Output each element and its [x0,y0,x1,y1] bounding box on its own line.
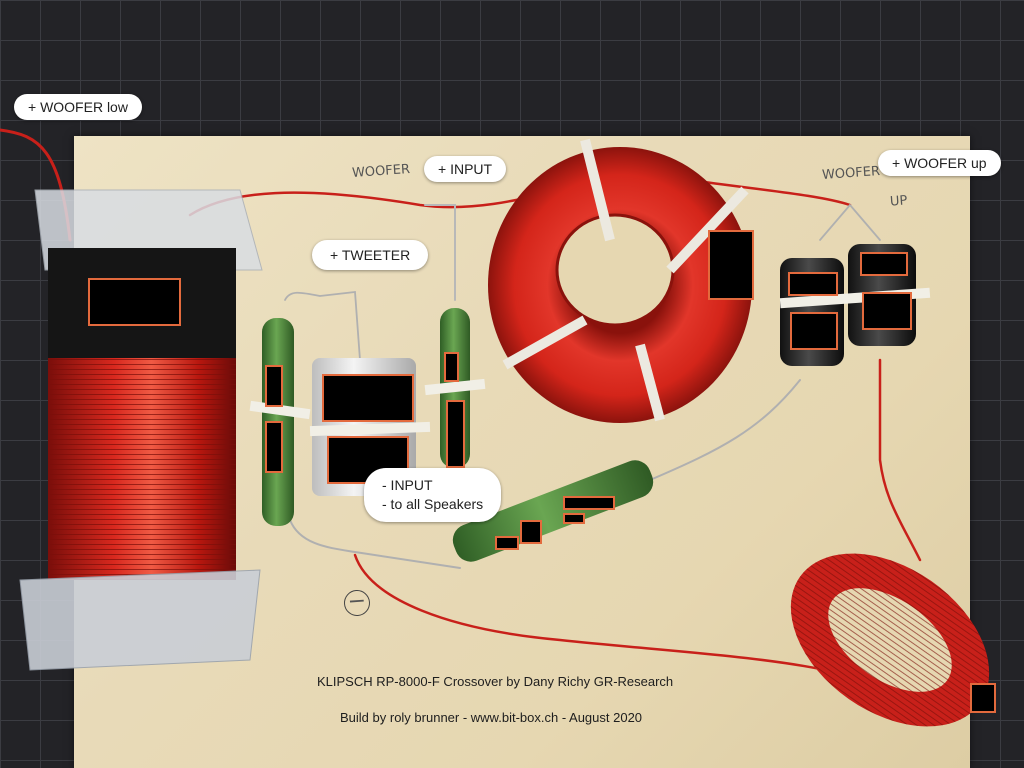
redacted-label [265,421,283,473]
callout-input-minus-line2: - to all Speakers [382,496,484,512]
cable-ties [249,287,931,437]
callout-input-plus-text: + INPUT [438,161,493,177]
redacted-label [862,292,912,330]
callout-woofer-low: + WOOFER low [14,94,142,120]
redacted-label [790,312,838,350]
redacted-label [520,520,542,544]
redacted-label [563,496,615,510]
redacted-label [788,272,838,296]
pencil-mark-minus: − [343,588,371,617]
callout-woofer-up-text: + WOOFER up [892,155,987,171]
caption-title: KLIPSCH RP-8000-F Crossover by Dany Rich… [317,674,674,689]
pencil-mark-up: UP [889,193,908,210]
large-air-core-inductor [19,189,263,671]
redacted-label [495,536,519,550]
redacted-label [322,374,414,422]
caption-credit: Build by roly brunner - www.bit-box.ch -… [340,710,643,725]
callout-input-plus: + INPUT [424,156,507,182]
toroidal-inductor [488,138,752,423]
callout-input-minus-line1: - INPUT [382,477,433,493]
redacted-label [265,365,283,407]
redacted-label [970,683,996,713]
small-air-core-inductor [790,553,990,727]
redacted-label [446,400,465,468]
callout-input-minus: - INPUT - to all Speakers [364,468,502,522]
callout-tweeter-text: + TWEETER [330,247,411,263]
redacted-label [88,278,181,326]
redacted-label [860,252,908,276]
callout-woofer-low-text: + WOOFER low [28,99,128,115]
redacted-label [708,230,754,300]
callout-tweeter: + TWEETER [312,240,429,270]
callout-woofer-up: + WOOFER up [878,150,1001,176]
redacted-label [444,352,459,382]
redacted-label [563,513,585,524]
